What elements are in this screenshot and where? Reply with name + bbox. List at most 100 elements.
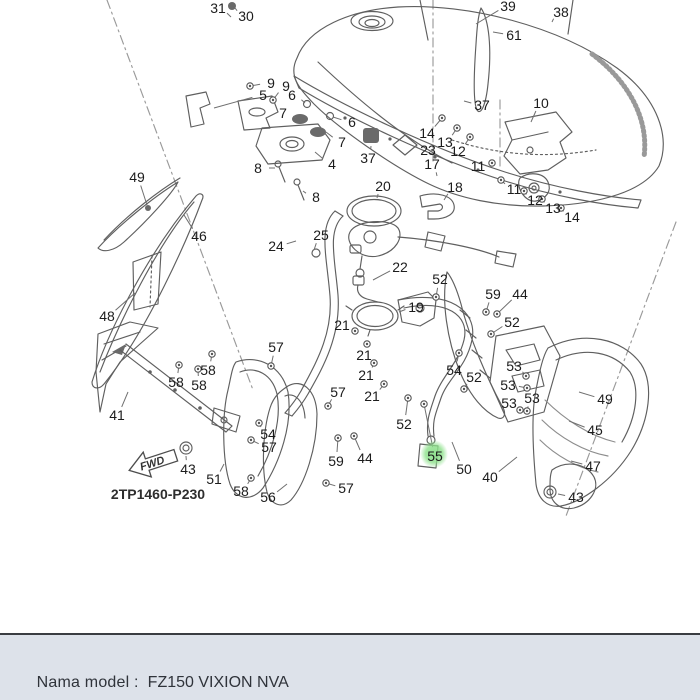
fastener-center-dot bbox=[434, 295, 438, 299]
part-label-51: 51 bbox=[206, 471, 222, 487]
leader-line-17 bbox=[435, 172, 438, 177]
fastener-center-dot bbox=[525, 386, 529, 390]
fastener-center-dot bbox=[249, 438, 253, 442]
elbow-22 bbox=[352, 275, 365, 286]
part-label-8: 8 bbox=[312, 189, 320, 205]
part-number-text: 6 bbox=[348, 114, 356, 130]
gasket-20 bbox=[346, 195, 402, 227]
stay-strut bbox=[119, 343, 233, 433]
leader-line-7 bbox=[325, 131, 334, 138]
bolt-8 bbox=[293, 178, 301, 186]
part-label-17: 17 bbox=[424, 156, 440, 172]
grommet-43 bbox=[179, 441, 193, 455]
part-number-text: 54 bbox=[446, 362, 462, 378]
leader-line-47 bbox=[570, 460, 583, 465]
model-info-bar: Nama model :FZ150 VIXION NVA Kode model … bbox=[0, 633, 700, 700]
part-number-text: 4 bbox=[328, 156, 336, 172]
part-number-text: 52 bbox=[504, 314, 520, 330]
fwd-arrow: FWD bbox=[128, 448, 179, 478]
part-label-43: 43 bbox=[568, 489, 584, 505]
part-number-text: 7 bbox=[279, 105, 287, 121]
part-number-text: 38 bbox=[553, 4, 569, 20]
part-number-text: 58 bbox=[200, 362, 216, 378]
part-label-8: 8 bbox=[254, 160, 262, 176]
part-number-text: 11 bbox=[471, 158, 486, 174]
part-number-text: 31 bbox=[210, 0, 226, 16]
fastener-center-dot bbox=[440, 116, 444, 120]
part-label-4: 4 bbox=[328, 156, 336, 172]
part-label-41: 41 bbox=[109, 407, 125, 423]
part-number-text: 14 bbox=[564, 209, 580, 225]
blade-50 bbox=[444, 271, 506, 419]
part-number-text: 23 bbox=[420, 142, 436, 158]
part-label-58: 58 bbox=[200, 362, 216, 378]
part-label-58: 58 bbox=[168, 374, 184, 390]
leader-line-38 bbox=[551, 18, 555, 23]
part-label-52: 52 bbox=[466, 369, 482, 385]
part-label-37: 37 bbox=[360, 150, 376, 166]
part-number-text: 44 bbox=[512, 286, 528, 302]
part-label-40: 40 bbox=[482, 469, 498, 485]
fastener-center-dot bbox=[468, 135, 472, 139]
part-label-53: 53 bbox=[506, 358, 522, 374]
part-number-text: 21 bbox=[334, 317, 350, 333]
leader-lines bbox=[115, 7, 595, 496]
part-number-text: 10 bbox=[533, 95, 549, 111]
fastener-center-dot bbox=[365, 342, 369, 346]
leader-line-25 bbox=[313, 243, 317, 251]
fuel-pump-body bbox=[348, 221, 401, 258]
fastener-center-dot bbox=[489, 332, 493, 336]
part-number-text: 20 bbox=[375, 178, 391, 194]
diagram-code: 2TP1460-P230 bbox=[111, 486, 205, 502]
fastener-center-dot bbox=[490, 161, 494, 165]
part-number-text: 9 bbox=[267, 75, 275, 91]
part-number-text: 59 bbox=[328, 453, 344, 469]
section-divider-line bbox=[106, 0, 254, 391]
part-number-text: 57 bbox=[268, 339, 284, 355]
leader-line-19 bbox=[398, 309, 406, 313]
bracket-53-group bbox=[489, 325, 561, 423]
part-label-57: 57 bbox=[338, 480, 354, 496]
part-number-text: 53 bbox=[524, 390, 540, 406]
collar-6 bbox=[325, 111, 335, 121]
part-number-text: 53 bbox=[506, 358, 522, 374]
leader-line-30 bbox=[234, 7, 238, 12]
fastener-center-dot bbox=[382, 382, 386, 386]
part-number-text: 43 bbox=[568, 489, 584, 505]
part-number-text: 54 bbox=[260, 426, 276, 442]
fuel-tank-outline bbox=[293, 5, 664, 207]
part-number-text: 47 bbox=[585, 458, 601, 474]
leader-line-55 bbox=[423, 403, 434, 448]
part-label-47: 47 bbox=[585, 458, 601, 474]
fastener-center-dot bbox=[455, 126, 459, 130]
part-label-21: 21 bbox=[356, 347, 372, 363]
leader-line-48 bbox=[115, 292, 136, 311]
leader-line-50 bbox=[451, 441, 460, 461]
tank-seam-hatch bbox=[589, 51, 648, 160]
part-number-text: 37 bbox=[360, 150, 376, 166]
part-number-text: 12 bbox=[450, 143, 466, 159]
rubber-37 bbox=[363, 128, 379, 143]
part-label-6: 6 bbox=[348, 114, 356, 130]
part-label-58: 58 bbox=[233, 483, 249, 499]
fastener-center-dot bbox=[257, 421, 261, 425]
part-label-11: 11 bbox=[471, 158, 486, 174]
part-label-12: 12 bbox=[527, 192, 543, 208]
part-number-text: 8 bbox=[312, 189, 320, 205]
panel-51 bbox=[223, 358, 290, 498]
part-number-text: 57 bbox=[338, 480, 354, 496]
leader-line-4 bbox=[314, 151, 324, 160]
part-number-text: 52 bbox=[466, 369, 482, 385]
part-label-7: 7 bbox=[279, 105, 287, 121]
part-label-14: 14 bbox=[419, 125, 435, 141]
leader-line-22 bbox=[372, 270, 391, 281]
part-label-24: 24 bbox=[268, 238, 284, 254]
part-label-7: 7 bbox=[338, 134, 346, 150]
fastener-center-dot bbox=[406, 396, 410, 400]
part-label-23: 23 bbox=[420, 142, 436, 158]
part-label-19: 19 bbox=[408, 299, 424, 315]
part-label-14: 14 bbox=[564, 209, 580, 225]
tank-rail bbox=[293, 75, 642, 209]
part-label-54: 54 bbox=[446, 362, 462, 378]
fastener-center-dot bbox=[324, 481, 328, 485]
